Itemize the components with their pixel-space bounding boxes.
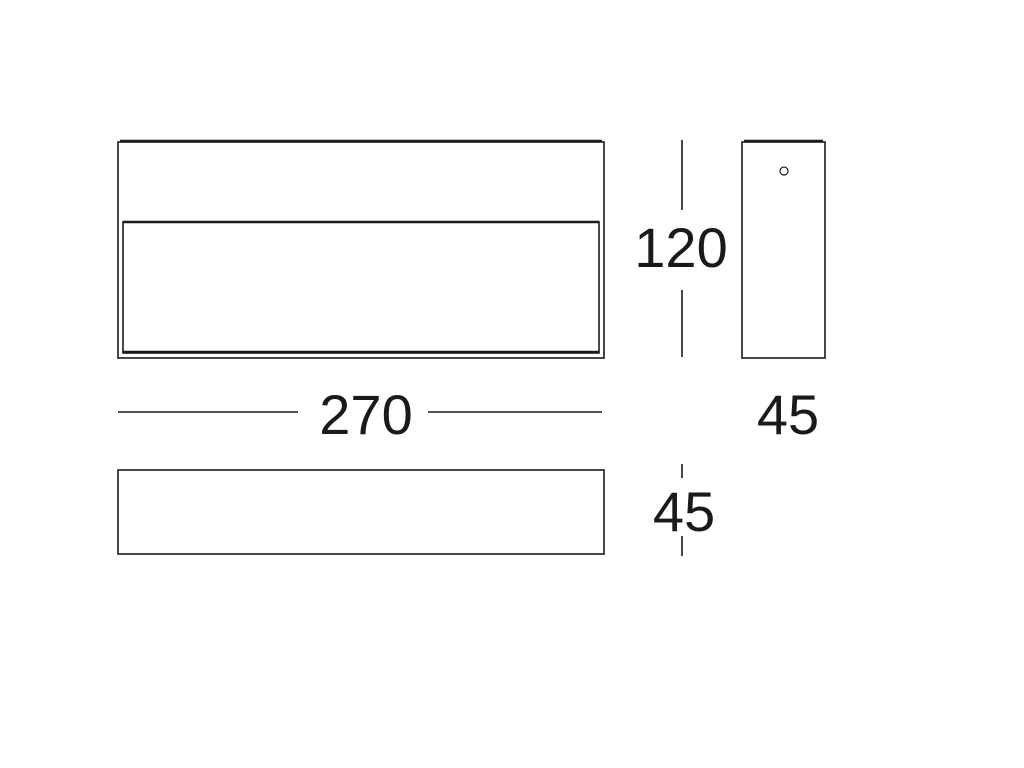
height-dimension: 120 [634, 140, 728, 357]
height-dimension-label: 120 [634, 216, 727, 279]
front-view-outline [117, 141, 605, 359]
top-view-outline [117, 469, 605, 555]
top-view [117, 469, 605, 555]
side-view [741, 139, 826, 359]
top-depth-dimension: 45 [653, 464, 715, 556]
width-dimension-label: 270 [319, 383, 412, 446]
front-view-lens-panel [122, 221, 600, 354]
front-view [117, 139, 605, 359]
width-dimension: 270 [118, 383, 602, 446]
mounting-hole-icon [779, 166, 789, 176]
side-depth-dimension-label: 45 [757, 383, 819, 446]
top-depth-dimension-label: 45 [653, 480, 715, 543]
